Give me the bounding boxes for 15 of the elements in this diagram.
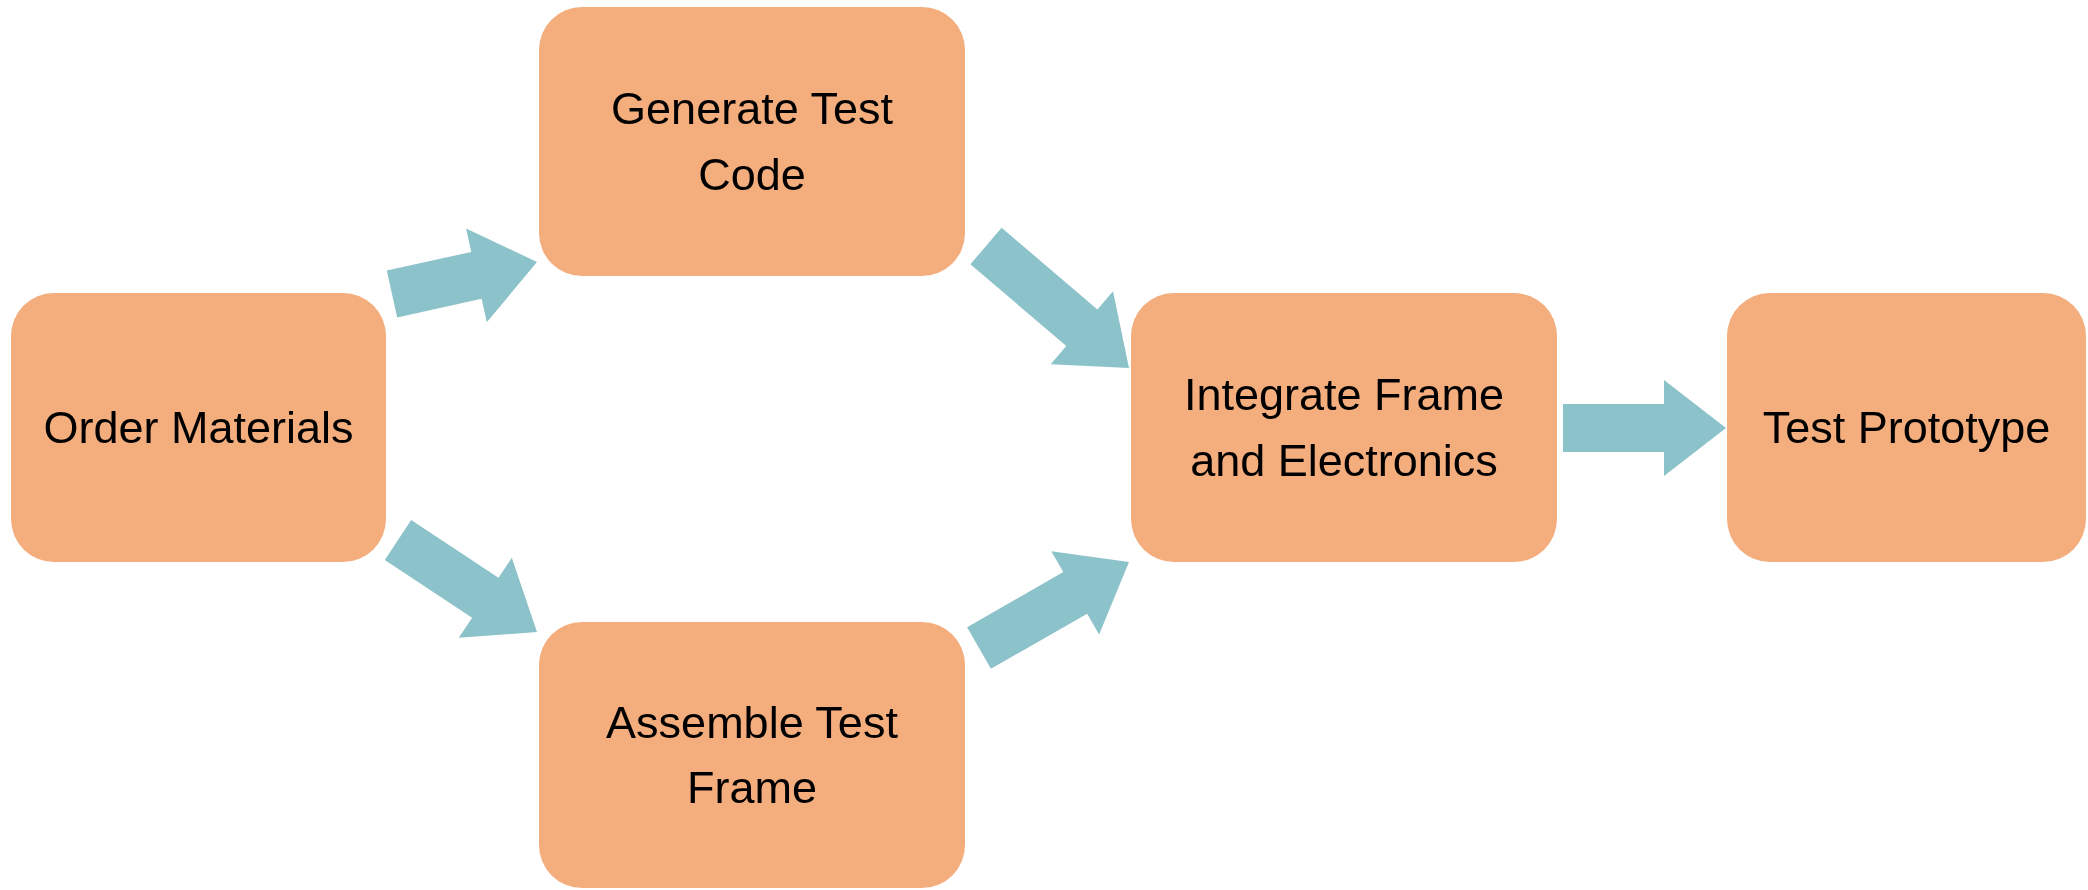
process-box xyxy=(11,293,386,562)
block-arrow xyxy=(970,227,1129,368)
block-arrow xyxy=(1563,380,1726,476)
process-box xyxy=(539,7,965,276)
step-label: Test Prototype xyxy=(1762,400,2051,455)
step-label: Order Materials xyxy=(43,400,354,455)
block-arrow xyxy=(967,551,1129,669)
block-arrow xyxy=(384,520,537,638)
step-label: Assemble Test Frame xyxy=(605,695,899,815)
process-box xyxy=(1727,293,2086,562)
process-box xyxy=(539,622,965,888)
step-label: Integrate Frame and Electronics xyxy=(1182,368,1506,488)
process-box xyxy=(1131,293,1557,562)
step-label: Generate Test Code xyxy=(610,82,894,202)
block-arrow xyxy=(386,228,537,323)
